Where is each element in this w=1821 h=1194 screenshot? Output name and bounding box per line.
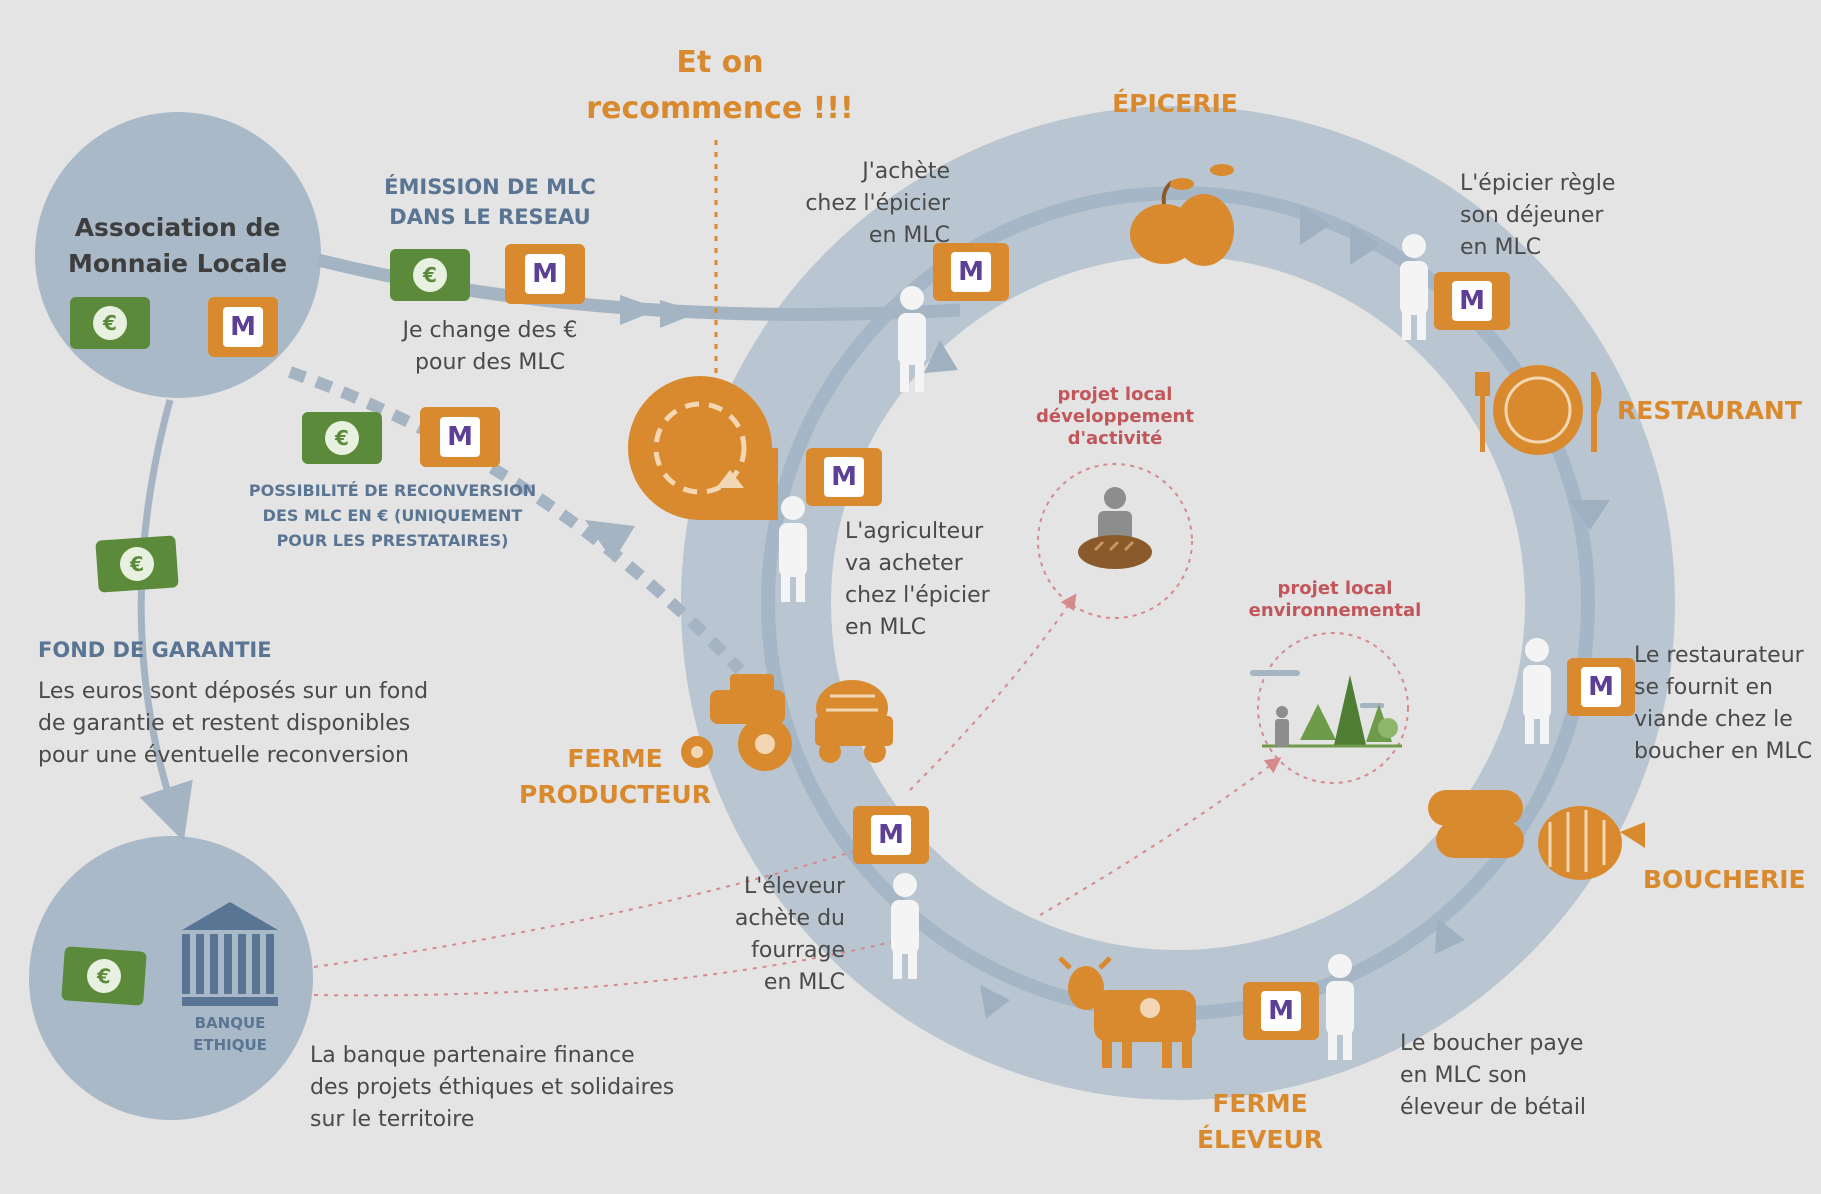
mlc-logo-icon: M [951, 252, 991, 292]
station-producer: FERME PRODUCTEUR [519, 744, 711, 809]
activity-project-circle [1037, 463, 1193, 619]
plate-fork-knife-icon [1475, 365, 1602, 455]
mlc-logo-icon: M [1581, 667, 1621, 707]
euro-note-bank: € [61, 946, 147, 1006]
emission-arrow-2 [660, 300, 700, 328]
bank-label: BANQUE ETHIQUE [193, 1014, 267, 1054]
mlc-note-farmer: M [806, 448, 882, 506]
bank-link-bottom [313, 939, 901, 997]
euro-note-emission: € [390, 249, 470, 301]
emission-title: ÉMISSION DE MLC DANS LE RESEAU [384, 175, 596, 229]
mlc-note-breeder: M [853, 806, 929, 864]
activity-project-link [909, 593, 1077, 791]
mlc-note-restaurant: M [1567, 658, 1635, 716]
caption-breeder-buys: L'éleveur achète du fourrage en MLC [734, 874, 845, 995]
reconversion-arrow [585, 520, 635, 562]
mlc-logo-icon: M [1452, 281, 1492, 321]
euro-coin: € [118, 545, 156, 583]
bank-columns [182, 934, 278, 994]
tractor-icon [681, 674, 893, 771]
mlc-logo-icon: M [525, 254, 565, 294]
euro-coin: € [413, 258, 447, 292]
project-activity-label: projet local développement d'activité [1036, 384, 1194, 449]
forest-icon [1250, 670, 1402, 748]
butcher-figure [1326, 954, 1354, 1060]
mlc-note-grocery: M [933, 243, 1009, 301]
mlc-note-grocer: M [1434, 272, 1510, 330]
euro-note-reconversion: € [302, 412, 382, 464]
caption-farmer-buys: L'agriculteur va acheter chez l'épicier … [845, 519, 990, 640]
restart-title: Et on recommence !!! [586, 45, 854, 126]
mlc-note-reconversion: M [420, 407, 500, 467]
emission-arrow-1 [620, 295, 660, 325]
apple-pear-icon [1130, 164, 1234, 266]
cow-icon [1058, 956, 1196, 1068]
mlc-logo-icon: M [440, 417, 480, 457]
project-environment-label: projet local environnemental [1248, 578, 1422, 621]
restaurateur-figure [1523, 638, 1551, 744]
guarantee-text: Les euros sont déposés sur un fond de ga… [38, 679, 429, 768]
restart-icon [628, 376, 778, 520]
euro-note-association: € [70, 297, 150, 349]
environment-project-circle [1257, 632, 1409, 784]
caption-restaurateur: Le restaurateur se fournit en viande che… [1634, 643, 1813, 764]
station-butcher: BOUCHERIE [1643, 865, 1806, 894]
reconversion-caption: POSSIBILITÉ DE RECONVERSION DES MLC EN €… [248, 481, 537, 550]
emission-caption: Je change des € pour des MLC [402, 318, 578, 375]
mlc-note-butcher: M [1243, 982, 1319, 1040]
guarantee-title: FOND DE GARANTIE [38, 638, 272, 662]
caption-buy-grocery: J'achète chez l'épicier en MLC [805, 159, 950, 248]
baker-icon [1078, 487, 1152, 569]
mlc-note-emission: M [505, 244, 585, 304]
station-grocery: ÉPICERIE [1112, 89, 1238, 118]
euro-coin: € [85, 957, 123, 995]
euro-coin: € [325, 421, 359, 455]
reconversion-flow [288, 366, 745, 675]
environment-project-link [1039, 757, 1282, 916]
grocer-figure [1400, 234, 1428, 340]
bank-roof [182, 902, 278, 930]
mlc-note-association: M [208, 297, 278, 357]
mlc-logo-icon: M [1261, 991, 1301, 1031]
bank-building-icon [182, 902, 278, 1010]
caption-butcher-pays: Le boucher paye en MLC son éleveur de bé… [1400, 1031, 1587, 1120]
station-breeder: FERME ÉLEVEUR [1196, 1089, 1324, 1154]
customer-figure [898, 286, 926, 392]
breeder-figure [891, 873, 919, 979]
caption-grocer-lunch: L'épicier règle son déjeuner en MLC [1460, 171, 1616, 260]
euro-coin: € [93, 306, 127, 340]
bank-base [182, 997, 278, 1006]
ring-direction-arrows [924, 205, 1610, 1019]
sausage-ham-icon [1428, 790, 1645, 880]
mlc-logo-icon: M [223, 307, 263, 347]
farmer-figure [779, 496, 807, 602]
mlc-logo-icon: M [871, 815, 911, 855]
guarantee-flow [137, 399, 193, 842]
euro-note-guarantee: € [95, 535, 179, 593]
bank-text: La banque partenaire finance des projets… [310, 1043, 675, 1132]
station-restaurant: RESTAURANT [1617, 396, 1802, 425]
association-title: Association de Monnaie Locale [67, 213, 288, 278]
mlc-logo-icon: M [824, 457, 864, 497]
bank-link-top [313, 839, 891, 968]
